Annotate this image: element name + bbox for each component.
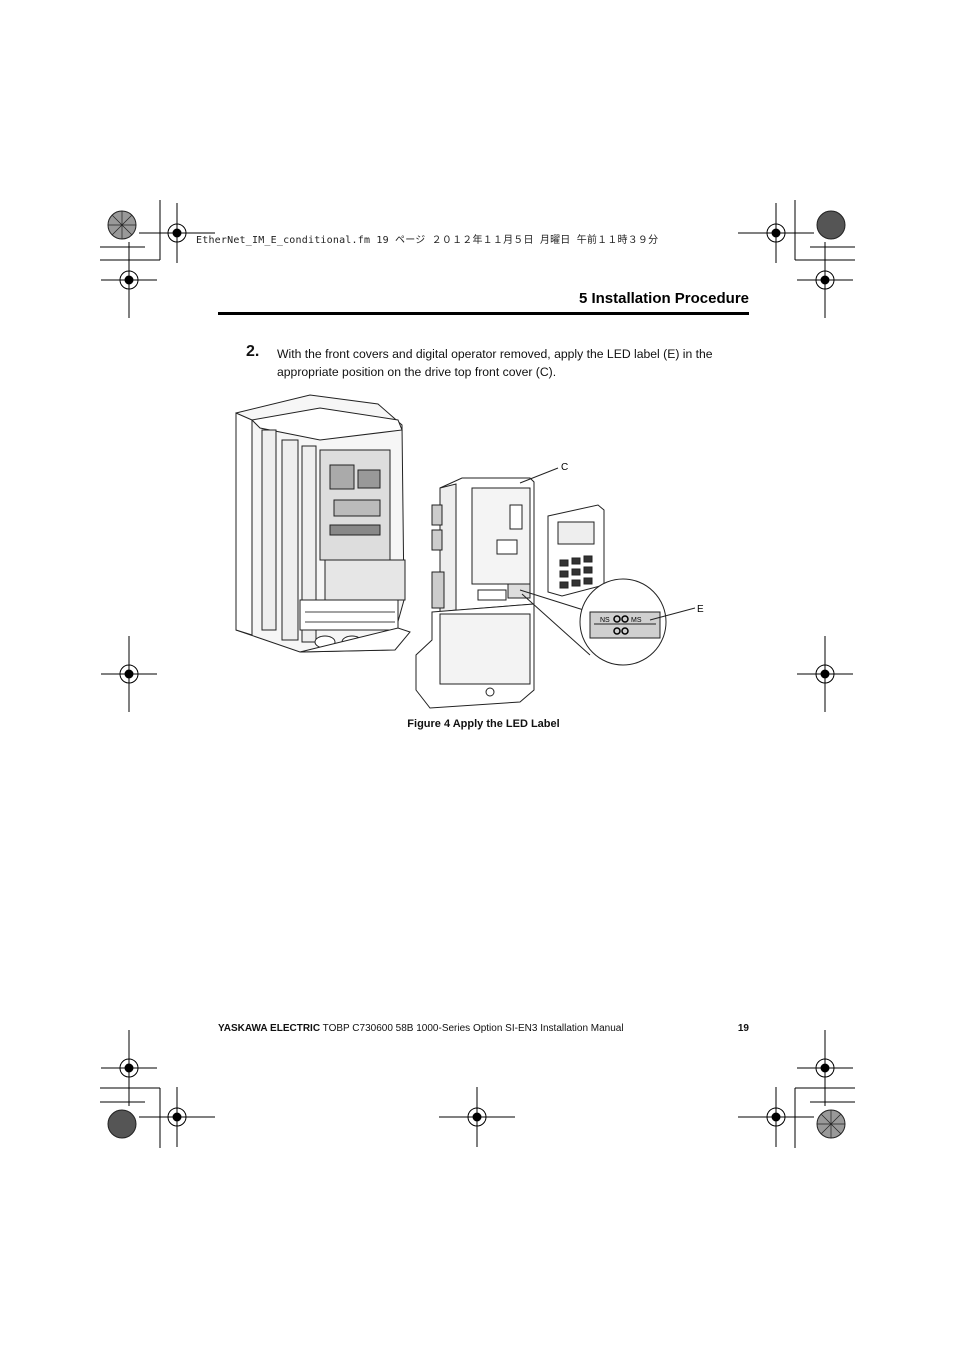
footer-doc-info: YASKAWA ELECTRIC TOBP C730600 58B 1000-S…: [218, 1023, 624, 1034]
file-slug: EtherNet_IM_E_conditional.fm 19 ページ ２０１２…: [196, 235, 659, 246]
led-ms-label: MS: [631, 617, 642, 624]
step-text: With the front covers and digital operat…: [277, 347, 713, 379]
callout-e: E: [697, 604, 704, 615]
drive-chassis: [235, 394, 411, 653]
page-number: 19: [737, 1023, 749, 1034]
section-title: 5 Installation Procedure: [578, 290, 749, 307]
registration-targets: [101, 203, 853, 1147]
led-ns-label: NS: [600, 617, 610, 624]
footer-doc-title: TOBP C730600 58B 1000-Series Option SI-E…: [320, 1023, 624, 1034]
callout-c: C: [561, 462, 568, 473]
figure-caption: Figure 4 Apply the LED Label: [407, 718, 560, 730]
ns-led-ring: [613, 615, 621, 623]
color-patches: [107, 210, 846, 1139]
magnified-detail: [519, 578, 667, 666]
step-number: 2.: [246, 343, 260, 360]
footer-brand: YASKAWA ELECTRIC: [218, 1023, 321, 1034]
header-rule: [218, 312, 749, 315]
digital-operator: [547, 504, 605, 597]
ms-led-ring: [621, 615, 629, 623]
bottom-cover: [415, 603, 535, 709]
front-cover-c: [431, 477, 535, 613]
